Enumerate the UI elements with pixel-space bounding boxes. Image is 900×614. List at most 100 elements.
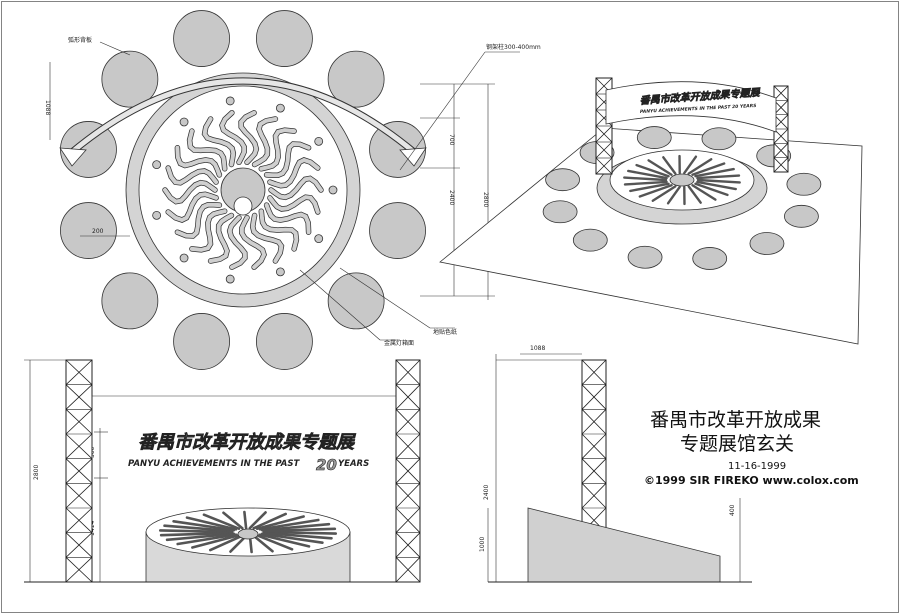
- plan-ray-fill: [250, 213, 284, 263]
- plan-ray-fill: [259, 128, 297, 171]
- perspective-center-disc: [669, 173, 695, 187]
- perspective-ray: [666, 185, 681, 205]
- perspective-ray: [696, 180, 737, 191]
- front-left-truss-brace: [65, 458, 93, 484]
- dim-2400-text: 2400: [448, 190, 455, 205]
- plan-dot: [179, 253, 189, 263]
- perspective-ray: [638, 184, 673, 198]
- plan-dot: [225, 96, 235, 106]
- plan-ray-fill: [227, 215, 247, 270]
- title-line-2: 专题展馆玄关: [680, 433, 794, 455]
- plan-ray-fill: [252, 117, 278, 167]
- perspective-ray: [691, 184, 717, 201]
- plan-floor-circle: [173, 313, 230, 370]
- plan-floor-circle: [327, 272, 385, 330]
- plan-ray-fill: [166, 166, 219, 185]
- dim-side-1088-text: 1088: [530, 345, 545, 352]
- front-right-truss-brace: [395, 359, 421, 385]
- dim-700-text: 700: [448, 134, 455, 146]
- perspective-ray: [696, 174, 741, 180]
- plan-dot: [314, 136, 324, 146]
- dim-1088-text: 1088: [44, 100, 51, 115]
- plan-ray-fill: [264, 203, 311, 235]
- plan-floor-circles: [60, 10, 426, 370]
- plan-arch-arrow-right: [399, 147, 427, 167]
- title-line-1: 番禺市改革开放成果: [650, 409, 821, 431]
- front-sign-en: PANYU ACHIEVEMENTS IN THE PAST: [128, 459, 301, 469]
- label-arch-board: 弧形背板: [68, 36, 92, 44]
- perspective-ray: [629, 182, 670, 193]
- front-platform-ray: [172, 520, 236, 532]
- title-date: 11-16-1999: [728, 461, 786, 472]
- side-truss-brace: [581, 409, 607, 435]
- perspective-floor-circle: [701, 127, 737, 151]
- front-platform-pattern: [158, 510, 338, 554]
- front-platform-ray: [260, 532, 324, 544]
- plan-ray-fill: [175, 145, 222, 177]
- perspective-ray: [691, 162, 726, 176]
- plan-sun-pattern: [152, 96, 338, 284]
- plan-ray-fill: [189, 209, 227, 252]
- perspective-ray: [696, 178, 741, 184]
- side-elevation: 1088 2400 1000 400: [479, 345, 752, 583]
- perspective-ray: [694, 182, 729, 197]
- front-platform-ray: [262, 531, 333, 540]
- leader-metal: [299, 269, 381, 341]
- plan-ray-fill: [259, 209, 299, 251]
- plan-floor-circle: [256, 10, 313, 67]
- plan-floor-circle: [173, 10, 230, 67]
- leader-steel: [399, 51, 486, 171]
- perspective-floor-circle: [692, 247, 728, 270]
- dim-side-400-text: 400: [729, 504, 736, 516]
- perspective-floor-circle: [572, 228, 608, 252]
- front-platform-ray: [165, 532, 236, 542]
- leader-spray: [339, 267, 431, 329]
- plan-floor-circle: [256, 313, 313, 370]
- perspective-floor-circle: [749, 232, 785, 255]
- front-right-truss-brace: [395, 458, 421, 484]
- front-sign-years: YEARS: [338, 459, 369, 469]
- dim-side-2400-text: 2400: [483, 485, 490, 500]
- plan-dot: [152, 160, 162, 170]
- label-metal-lightbox: 金属灯箱面: [384, 339, 414, 347]
- perspective-ray: [647, 159, 673, 176]
- plan-center-hole: [233, 196, 253, 216]
- front-right-truss-brace: [395, 433, 421, 459]
- plan-ray-fill: [219, 110, 247, 165]
- title-block: 番禺市改革开放成果 专题展馆玄关 11-16-1999 ©1999 SIR FI…: [644, 409, 859, 487]
- plan-ray-fill: [239, 215, 267, 270]
- plan-arch-board-inner: [70, 78, 416, 154]
- front-platform-ray: [248, 511, 267, 530]
- front-left-truss-brace: [65, 557, 93, 583]
- front-platform-ray: [185, 516, 238, 531]
- perspective-left-truss-brace: [595, 157, 613, 175]
- perspective-ray: [687, 158, 713, 175]
- perspective-view: 番禺市改革开放成果专题展 PANYU ACHIEVEMENTS IN THE P…: [439, 77, 863, 345]
- front-elevation: 2800 500 1414 番禺市改革开放成果专题展 PANYU ACHIEVE…: [24, 359, 421, 583]
- plan-view: 1088 700 2400 2800 200 弧形背板 钢架柱300-400mm…: [44, 10, 541, 370]
- front-platform-ray: [260, 522, 331, 532]
- side-truss-brace: [581, 433, 607, 459]
- dim-side-1000-text: 1000: [479, 537, 486, 552]
- front-left-truss-brace: [65, 433, 93, 459]
- plan-floor-circle: [327, 50, 385, 108]
- plan-floor-circle: [101, 50, 159, 108]
- plan-dot: [179, 117, 189, 127]
- front-sign-cn: 番禺市改革开放成果专题展: [138, 432, 357, 453]
- front-platform-ray: [158, 529, 234, 534]
- perspective-ray: [694, 167, 735, 178]
- plan-dot: [225, 274, 235, 284]
- plan-ray-fill: [208, 213, 234, 263]
- plan-ray-fill: [264, 141, 311, 178]
- perspective-right-truss-brace: [773, 143, 789, 158]
- perspective-ray: [687, 185, 702, 204]
- front-platform-ray: [159, 531, 234, 537]
- front-left-truss-brace: [65, 483, 93, 509]
- perspective-ray: [623, 176, 668, 182]
- dim-2800-text: 2800: [482, 192, 489, 207]
- front-platform-ray: [176, 533, 238, 546]
- front-right-truss-brace: [395, 483, 421, 509]
- perspective-floor-circle: [545, 168, 580, 192]
